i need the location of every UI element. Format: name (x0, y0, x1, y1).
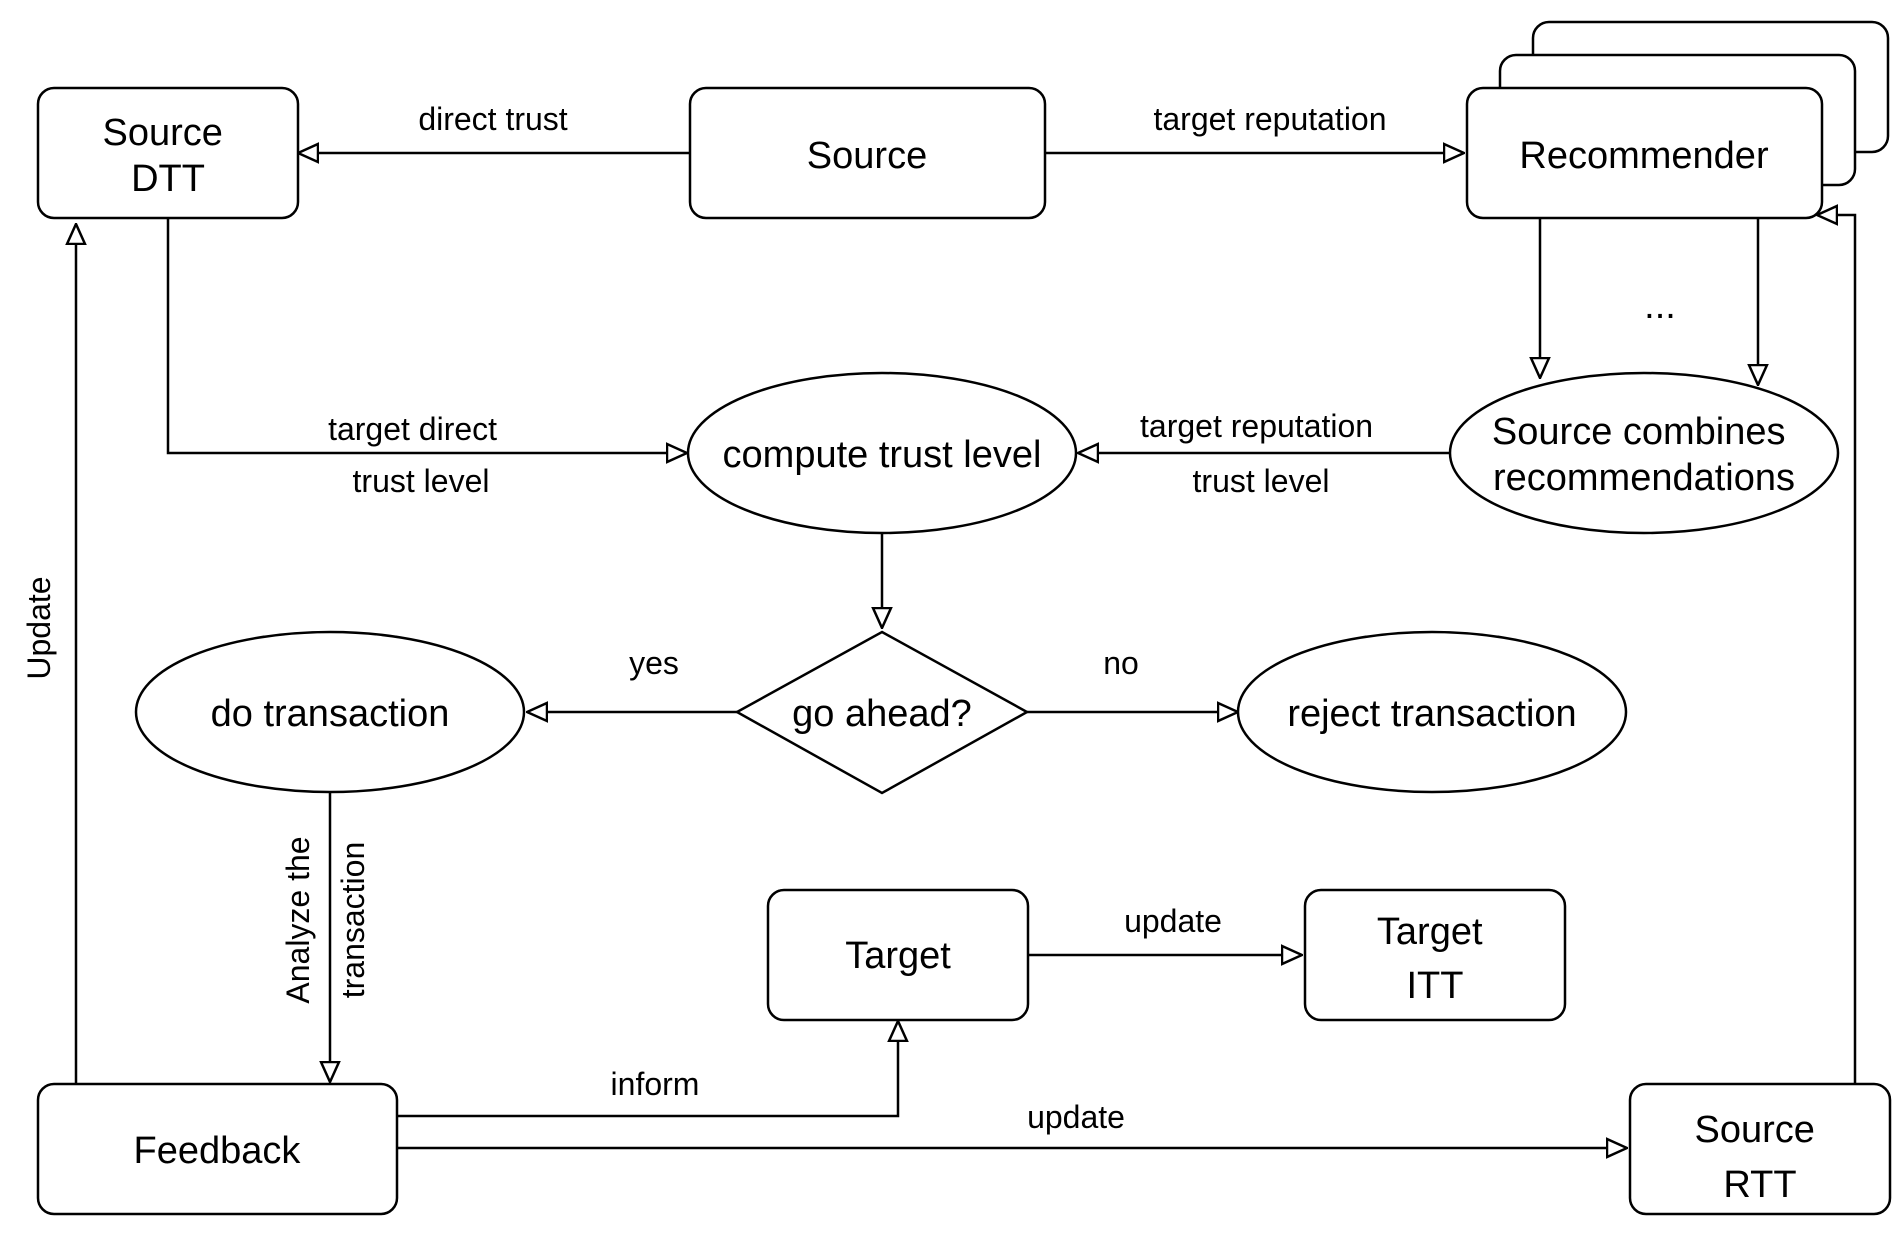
do-transaction-label: do transaction (211, 693, 450, 735)
edge-dtt-to-compute (166, 218, 687, 453)
compute-trust-level-label: compute trust level (723, 434, 1042, 476)
node-reject-transaction: reject transaction (1236, 630, 1628, 794)
node-target: Target (766, 888, 1030, 1022)
node-source-dtt: Source DTT (36, 86, 300, 220)
recommender-label: Recommender (1519, 135, 1769, 177)
target-itt-line1: Target (1377, 911, 1483, 953)
reject-transaction-label: reject transaction (1287, 693, 1576, 735)
node-source: Source (688, 86, 1047, 220)
svg-text:Source combines recommen: Source combines recommendations (1492, 411, 1796, 499)
label-target-reputation-line1: target reputation (1140, 408, 1373, 444)
source-combines-line2: recommendations (1493, 457, 1795, 499)
go-ahead-label: go ahead? (792, 693, 972, 735)
node-target-itt: Target ITT (1303, 888, 1567, 1022)
node-compute-trust-level: compute trust level (686, 371, 1078, 535)
node-feedback: Feedback (36, 1082, 399, 1216)
label-direct-trust: direct trust (418, 101, 567, 137)
svg-text:Source DTT: Source DTT (103, 112, 234, 200)
source-dtt-line1: Source (103, 112, 223, 154)
target-label: Target (845, 935, 951, 977)
label-no: no (1103, 645, 1139, 681)
edges (76, 153, 1857, 1148)
label-target-direct-line1: target direct (328, 411, 497, 447)
target-itt-line2: ITT (1407, 965, 1464, 1007)
source-rtt-line2: RTT (1723, 1164, 1796, 1206)
svg-text:Target ITT: Target ITT (1377, 911, 1493, 1007)
label-update-vertical: Update (21, 576, 57, 679)
label-target-reputation-line2: trust level (1193, 463, 1330, 499)
edge-labels: direct trust target reputation target di… (21, 101, 1387, 1135)
node-recommender-stack: Recommender (1465, 20, 1890, 220)
source-label: Source (807, 135, 927, 177)
svg-text:target reputation trust: target reputation trust level (1140, 408, 1382, 499)
node-source-rtt: Source RTT (1628, 1082, 1892, 1216)
node-go-ahead: go ahead? (734, 630, 1030, 795)
svg-text:Source RTT: Source RTT (1695, 1109, 1826, 1206)
label-target-direct-line2: trust level (353, 463, 490, 499)
label-yes: yes (629, 645, 679, 681)
feedback-label: Feedback (134, 1130, 302, 1172)
edge-feedback-to-target (397, 1021, 898, 1118)
source-combines-line1: Source combines (1492, 411, 1786, 453)
recommender-ellipsis: ... (1644, 285, 1676, 327)
edge-source-rtt-to-recommender (1817, 215, 1857, 1084)
label-update-rtt: update (1027, 1099, 1125, 1135)
label-analyze-line1: Analyze the (280, 836, 316, 1003)
label-target-reputation-top: target reputation (1153, 101, 1386, 137)
source-rtt-line1: Source (1695, 1109, 1815, 1151)
source-dtt-line2: DTT (131, 158, 205, 200)
label-analyze-line2: transaction (335, 842, 371, 999)
recommender-stack-front (1465, 86, 1824, 220)
label-inform: inform (611, 1066, 700, 1102)
node-source-combines: Source combines recommendations (1448, 371, 1840, 535)
svg-text:target direct trust leve: target direct trust level (328, 411, 506, 499)
node-do-transaction: do transaction (134, 630, 526, 794)
label-update-target: update (1124, 903, 1222, 939)
